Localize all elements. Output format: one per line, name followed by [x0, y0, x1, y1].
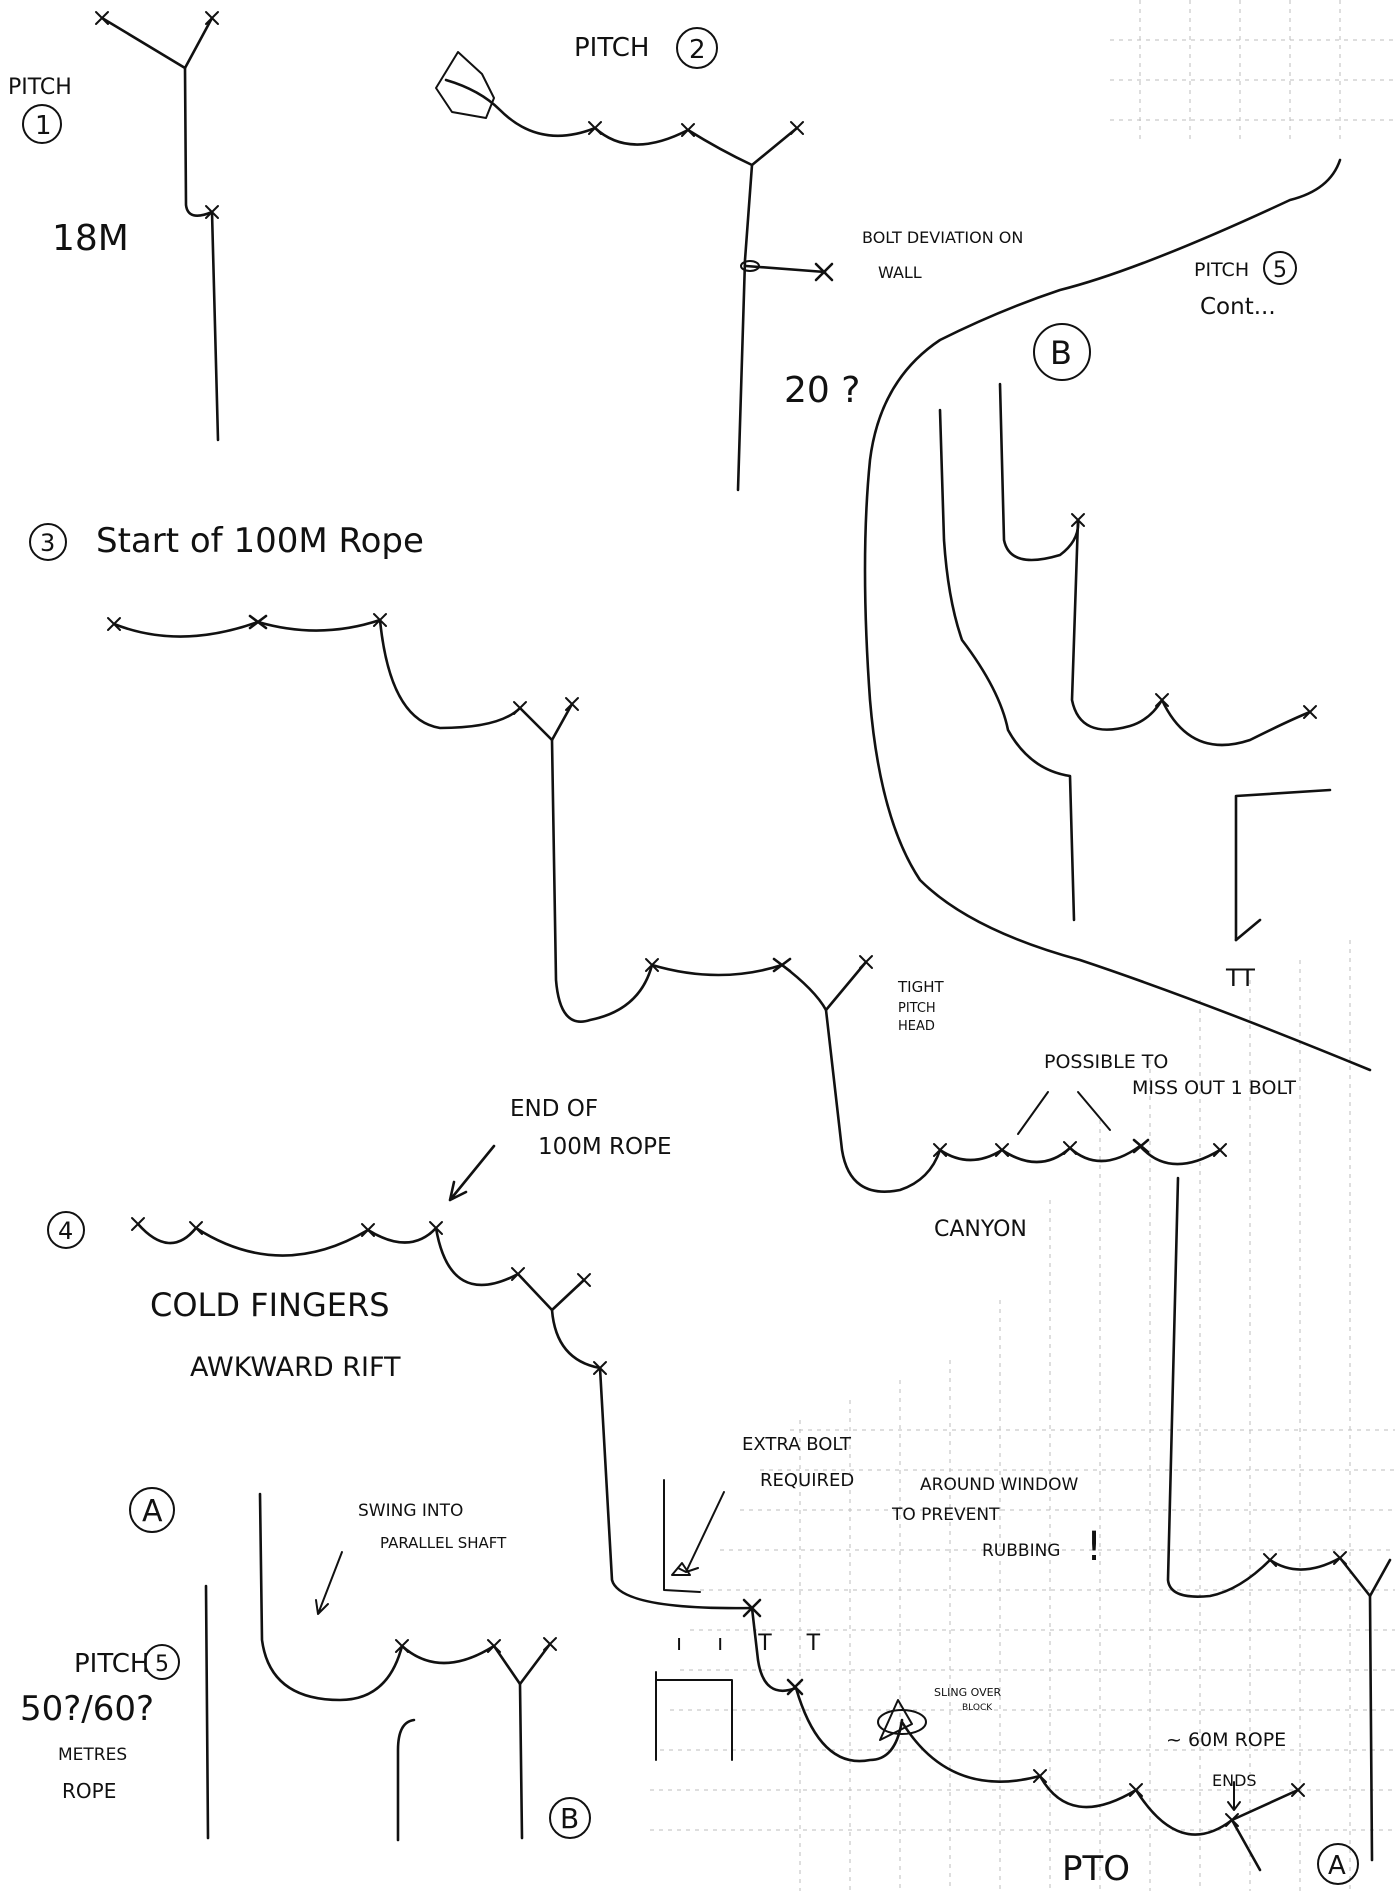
marker-a-left-circle — [129, 1487, 175, 1533]
tight-line1: TIGHT — [897, 978, 944, 996]
pitch-5-cont-rigging — [863, 158, 1372, 1072]
pitch-5-rope-line2: ROPE — [62, 1779, 116, 1803]
marker-a-right-circle — [1317, 1843, 1359, 1885]
pitch-3-circle — [29, 523, 67, 561]
pitch-4-rigging — [131, 1217, 804, 1696]
bolt-deviation-line1: BOLT DEVIATION ON — [862, 228, 1023, 247]
extra-bolt-line2: REQUIRED — [760, 1470, 854, 1491]
pitch-1-label: PITCH — [8, 75, 72, 100]
rope-ends-line1: ~ 60M ROPE — [1166, 1729, 1286, 1751]
pitch-3-final-drop — [1166, 1176, 1392, 1862]
around-window-line3: RUBBING — [982, 1541, 1060, 1561]
pitch-4-number: 4 — [58, 1217, 73, 1245]
around-window-line2: TO PREVENT — [891, 1505, 1000, 1525]
tight-line3: HEAD — [898, 1019, 935, 1034]
tight-line2: PITCH — [898, 1001, 936, 1016]
pitch-5-circle — [144, 1644, 180, 1680]
end-rope-line1: END OF — [510, 1096, 598, 1122]
pitch-1-length: 18M — [52, 218, 129, 259]
pitch-3-number: 3 — [40, 529, 55, 557]
pitch-3-rigging — [107, 613, 1227, 1193]
sling-line1: SLING OVER — [934, 1686, 1002, 1699]
canyon-label: CANYON — [934, 1217, 1027, 1242]
marker-b-bottom: B — [560, 1802, 579, 1835]
pitch-1-number: 1 — [35, 111, 52, 141]
bolt-deviation-line2: WALL — [878, 263, 922, 282]
exclaim-mark: ! — [1086, 1524, 1102, 1570]
swing-line1: SWING INTO — [358, 1501, 463, 1521]
extra-bolt-arrow — [677, 1491, 725, 1573]
window-ledge — [663, 1479, 701, 1593]
extra-bolt-triangle — [671, 1562, 691, 1576]
extra-bolt-line1: EXTRA BOLT — [742, 1434, 852, 1455]
marker-b-bottom-circle — [549, 1797, 591, 1839]
awkward-rift-label: AWKWARD RIFT — [190, 1352, 401, 1383]
pitch-1-rigging — [95, 11, 220, 442]
window-rock-outline — [655, 1671, 733, 1761]
graph-paper-grid — [650, 0, 1395, 1891]
end-rope-line2: 100M ROPE — [538, 1134, 672, 1160]
pitch-2-rigging — [435, 51, 834, 492]
marker-a-right: A — [1328, 1851, 1346, 1881]
swing-line2: PARALLEL SHAFT — [380, 1534, 507, 1552]
marker-b-top: B — [1050, 334, 1072, 372]
pitch-5-cont-number: 5 — [1273, 258, 1287, 283]
possible-line1: POSSIBLE TO — [1044, 1051, 1168, 1073]
end-rope-arrow — [448, 1144, 496, 1202]
marker-a-left: A — [142, 1494, 163, 1529]
pitch-4-lower-rigging — [794, 1686, 1305, 1872]
pitch-5-label: PITCH — [74, 1649, 149, 1679]
t-marks: ı ı T T — [676, 1631, 834, 1656]
pitch-1-circle — [22, 104, 62, 144]
around-window-line1: AROUND WINDOW — [920, 1475, 1078, 1495]
pitch-2-length: 20 ? — [784, 370, 860, 411]
pitch-5-cont-circle — [1263, 251, 1297, 285]
pitch-4-circle — [47, 1211, 85, 1249]
sling-line2: BLOCK — [962, 1703, 993, 1713]
pitch-5-rigging — [204, 1492, 557, 1842]
pitch-5-cont-text: Cont... — [1200, 294, 1276, 320]
swing-arrow — [315, 1551, 343, 1615]
pitch-2-label: PITCH — [574, 33, 649, 63]
possible-pointer-lines — [1017, 1091, 1111, 1135]
pto-label: PTO — [1062, 1849, 1130, 1889]
pitch-5-rope-line1: METRES — [58, 1745, 127, 1765]
cold-fingers-label: COLD FINGERS — [150, 1286, 390, 1324]
pitch-5-length: 50?/60? — [20, 1689, 154, 1729]
marker-b-top-circle — [1033, 323, 1091, 381]
pitch-2-number: 2 — [689, 35, 706, 65]
possible-line2: MISS OUT 1 BOLT — [1132, 1077, 1296, 1099]
rope-ends-line2: ENDS — [1212, 1771, 1257, 1790]
pitch-2-circle — [676, 27, 718, 69]
pitch-3-title: Start of 100M Rope — [96, 521, 424, 561]
pitch-5-cont-label: PITCH — [1194, 259, 1249, 281]
pitch-5-number: 5 — [155, 1652, 169, 1677]
tt-marks: TT — [1225, 964, 1255, 992]
